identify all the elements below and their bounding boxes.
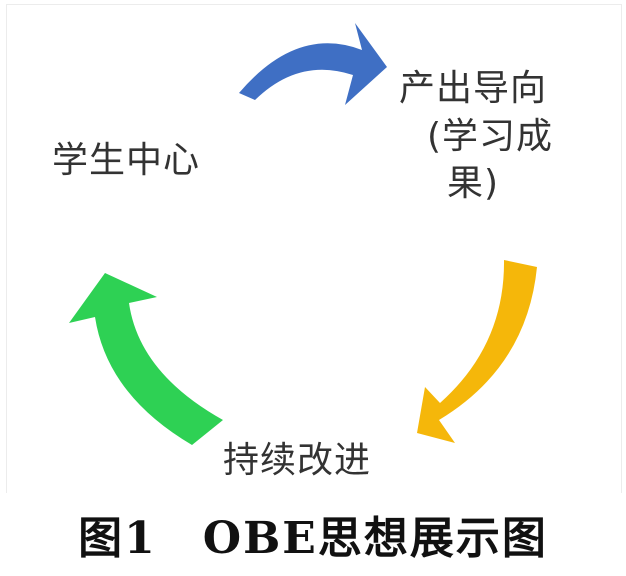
cycle-diagram: 学生中心 产出导向 (学习成 果) 持续改进	[6, 4, 622, 493]
node-student-centered: 学生中心	[52, 140, 201, 181]
node-outcome-line-1: 产出导向	[399, 68, 548, 109]
node-continuous-improvement: 持续改进	[223, 440, 372, 481]
node-outcome-oriented: 产出导向 (学习成 果)	[399, 65, 553, 208]
arrow-improve-to-student	[69, 273, 223, 445]
arrow-outcome-to-improve	[417, 260, 537, 443]
arrow-student-to-outcome	[239, 23, 387, 105]
node-outcome-line-3: 果)	[447, 163, 500, 205]
node-outcome-line-2: (学习成	[427, 115, 554, 157]
figure-caption: 图1 OBE思想展示图	[78, 513, 548, 564]
cycle-arrows	[69, 23, 537, 445]
